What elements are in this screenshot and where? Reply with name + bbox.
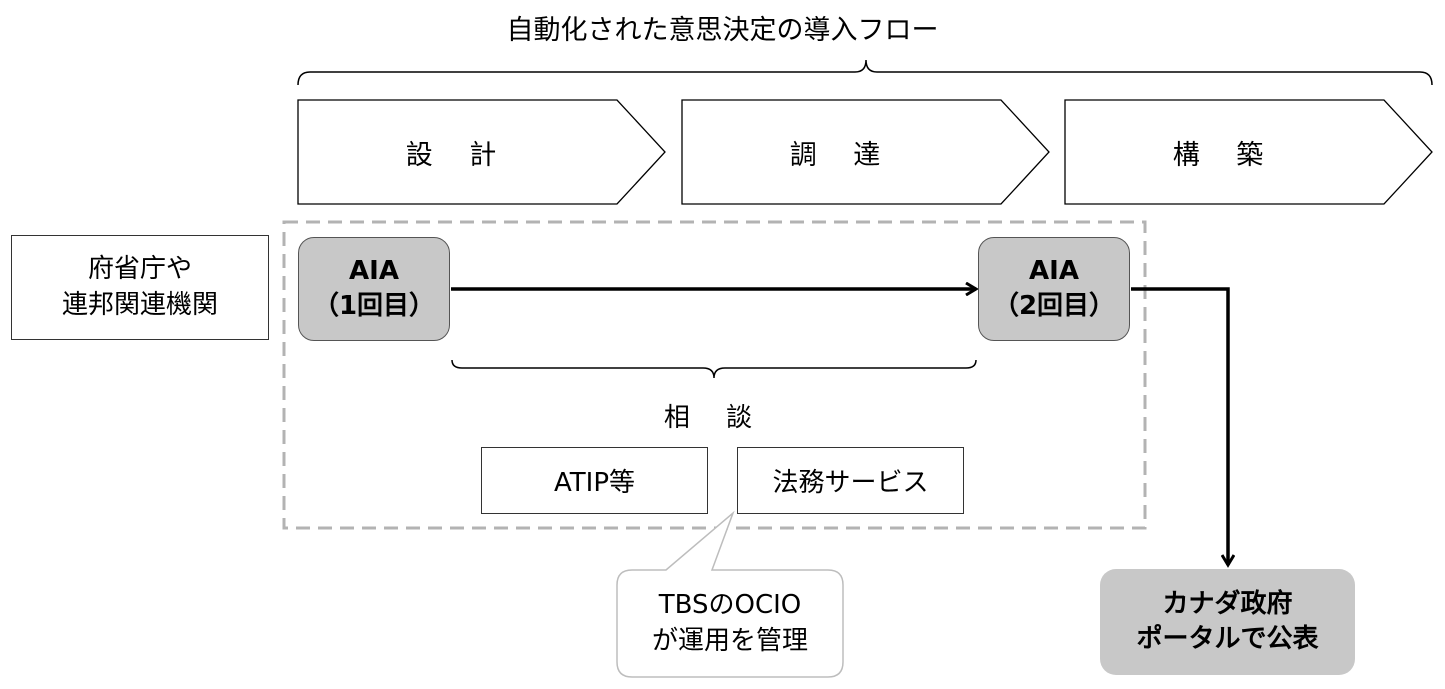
portal-box: カナダ政府 ポータルで公表 (1100, 569, 1355, 675)
stage-chevron-procurement (681, 99, 1050, 205)
callout-text: TBSのOCIO が運用を管理 (651, 590, 808, 656)
consultation-brace (451, 359, 977, 379)
publish-arrow (1131, 287, 1228, 565)
atip-box: ATIP等 (481, 447, 708, 514)
top-brace (297, 59, 1433, 86)
stage-chevron-build (1064, 99, 1433, 205)
consultation-label: 相 談 (663, 403, 767, 433)
stage-procurement-label: 調 達 (789, 139, 895, 171)
aia-second-box: AIA （2回目） (978, 237, 1130, 341)
agency-box: 府省庁や 連邦関連機関 (11, 235, 269, 340)
stage-design-label: 設 計 (405, 139, 511, 171)
stage-build-label: 構 築 (1172, 139, 1278, 171)
legal-services-box: 法務サービス (737, 447, 964, 514)
stage-chevron-design (297, 99, 666, 205)
aia-first-box: AIA （1回目） (298, 237, 450, 341)
callout-bubble (616, 510, 844, 678)
diagram-title: 自動化された意思決定の導入フロー (506, 15, 939, 46)
